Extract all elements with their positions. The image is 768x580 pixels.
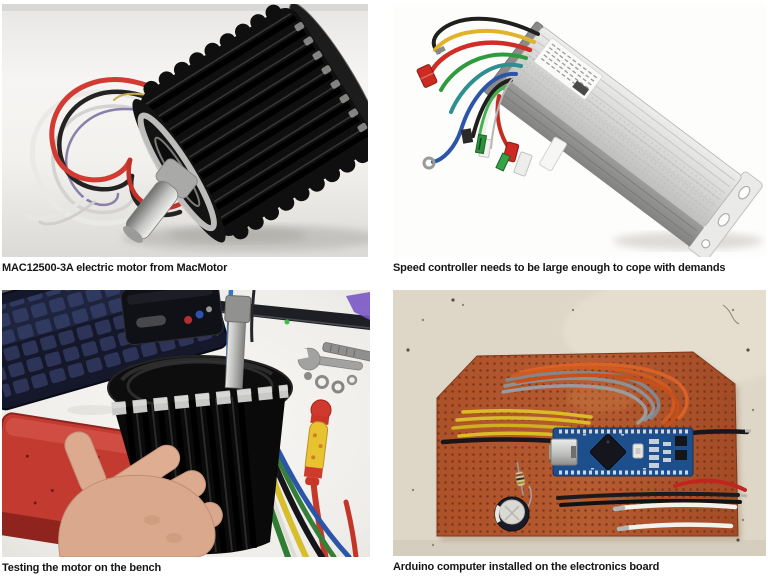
photo-arduino-board xyxy=(393,290,766,556)
tools xyxy=(293,342,370,394)
hand xyxy=(58,431,223,557)
arduino-nano xyxy=(549,427,694,477)
motor-wire-loom xyxy=(24,77,195,226)
screwdriver xyxy=(303,399,332,557)
purple-object xyxy=(346,292,370,320)
capacitor xyxy=(494,496,530,532)
caption-electric-motor: MAC12500-3A electric motor from MacMotor xyxy=(2,262,228,274)
figure-bench-test: Testing the motor on the bench xyxy=(2,290,370,574)
audio-device xyxy=(120,290,224,346)
wire-connectors xyxy=(416,45,567,177)
fin-tips-band xyxy=(111,384,289,416)
device-logo xyxy=(136,315,166,328)
photo-speed-controller xyxy=(393,4,766,257)
motor-shaft xyxy=(123,158,198,243)
caption-arduino-board: Arduino computer installed on the electr… xyxy=(393,561,660,573)
board-wires xyxy=(440,362,750,532)
led-indicator xyxy=(284,319,290,325)
mini-usb-port xyxy=(550,438,578,466)
photo-electric-motor xyxy=(2,4,368,257)
photo-bench-test xyxy=(2,290,370,557)
resistor xyxy=(515,462,526,496)
mcu-chip xyxy=(589,433,627,471)
figure-arduino-board: Arduino computer installed on the electr… xyxy=(393,290,766,573)
desk-specks xyxy=(406,298,755,547)
caption-bench-test: Testing the motor on the bench xyxy=(2,562,162,574)
figure-speed-controller: Speed controller needs to be large enoug… xyxy=(393,4,766,274)
shaft-vertical xyxy=(224,295,252,389)
wrench xyxy=(293,347,363,371)
figure-electric-motor: MAC12500-3A electric motor from MacMotor xyxy=(2,4,368,274)
caption-speed-controller: Speed controller needs to be large enoug… xyxy=(393,262,726,274)
spec-label xyxy=(534,37,603,100)
controller-box xyxy=(484,21,763,257)
motor-body xyxy=(132,4,368,243)
